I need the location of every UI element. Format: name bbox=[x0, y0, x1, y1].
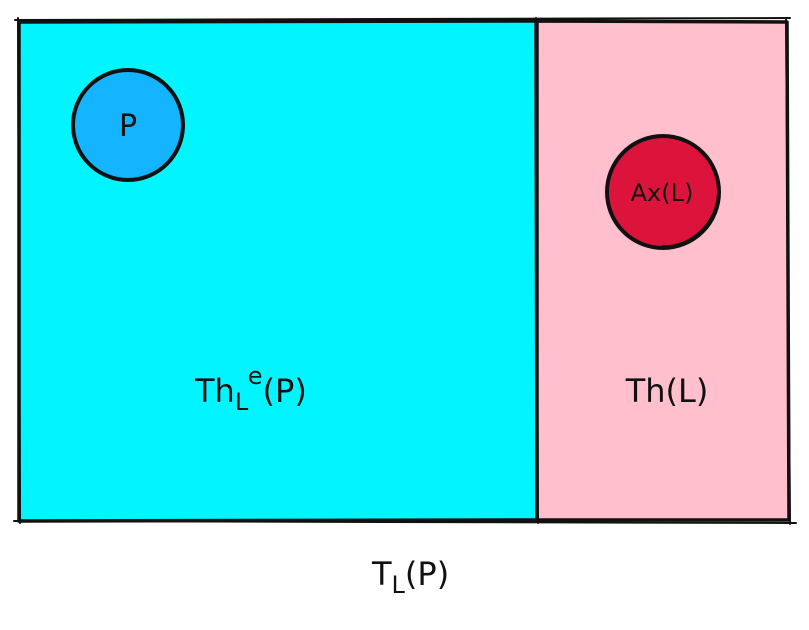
right-region-label: Th(L) bbox=[625, 372, 709, 410]
left-label-sup: e bbox=[248, 362, 263, 390]
circle-ax-sketch bbox=[661, 136, 719, 247]
right-region bbox=[535, 19, 791, 522]
outer-label-sub: L bbox=[392, 571, 406, 599]
left-region-label: ThLe(P) bbox=[194, 362, 307, 416]
outline-sketch bbox=[13, 17, 797, 525]
outer-label: TL(P) bbox=[371, 555, 449, 599]
circle-ax bbox=[605, 134, 721, 250]
left-label-main: Th bbox=[194, 372, 235, 410]
left-label-sub: L bbox=[235, 388, 249, 416]
left-label-tail: (P) bbox=[263, 372, 307, 410]
circle-ax-label: Ax(L) bbox=[631, 179, 694, 207]
outer-label-tail: (P) bbox=[405, 555, 449, 593]
circle-p-label: P bbox=[119, 109, 137, 144]
circle-p-sketch bbox=[126, 70, 184, 180]
outer-label-main: T bbox=[371, 555, 392, 593]
